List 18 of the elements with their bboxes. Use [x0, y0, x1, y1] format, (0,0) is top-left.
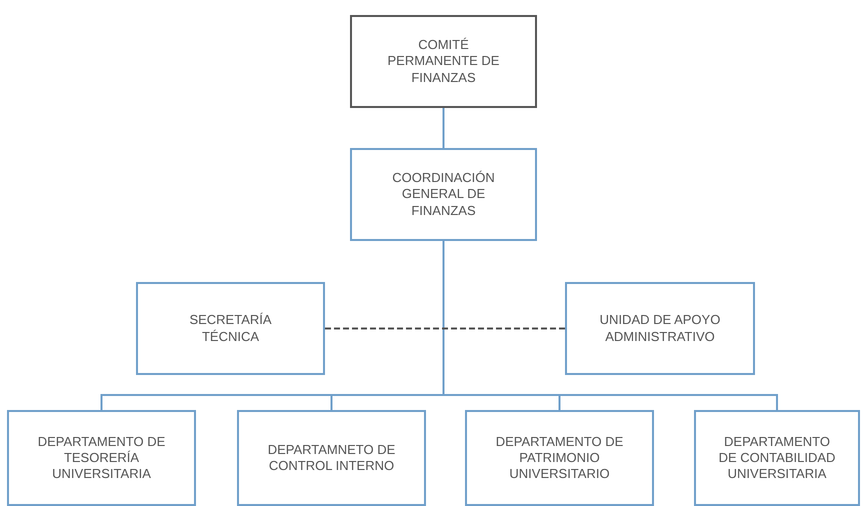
org-unit-box	[350, 15, 537, 108]
org-unit-box	[136, 282, 325, 375]
org-unit-box	[565, 282, 755, 375]
org-unit-box	[237, 410, 426, 506]
unit-name: SECRETARÍA TÉCNICA	[188, 312, 273, 345]
org-unit-box	[350, 148, 537, 241]
unit-name: DEPARTAMENTO DE CONTABILIDAD UNIVERSITARIA	[718, 434, 836, 482]
connector-line	[442, 108, 444, 148]
unit-name: DEPARTAMENTO DE PATRIMONIO UNIVERSITARIO	[494, 434, 624, 482]
unit-name: DEPARTAMNETO DE CONTROL INTERNO	[266, 442, 396, 474]
dashed-connector	[325, 328, 565, 330]
unit-name: COMITÉ PERMANENTE DE FINANZAS	[386, 37, 500, 86]
unit-name: UNIDAD DE APOYO ADMINISTRATIVO	[598, 312, 722, 345]
org-unit-box	[465, 410, 654, 506]
unit-name: COORDINACIÓN GENERAL DE FINANZAS	[391, 170, 496, 219]
unit-name: DEPARTAMENTO DE TESORERÍA UNIVERSITARIA	[36, 434, 166, 482]
org-unit-box	[694, 410, 860, 506]
org-unit-box	[7, 410, 196, 506]
